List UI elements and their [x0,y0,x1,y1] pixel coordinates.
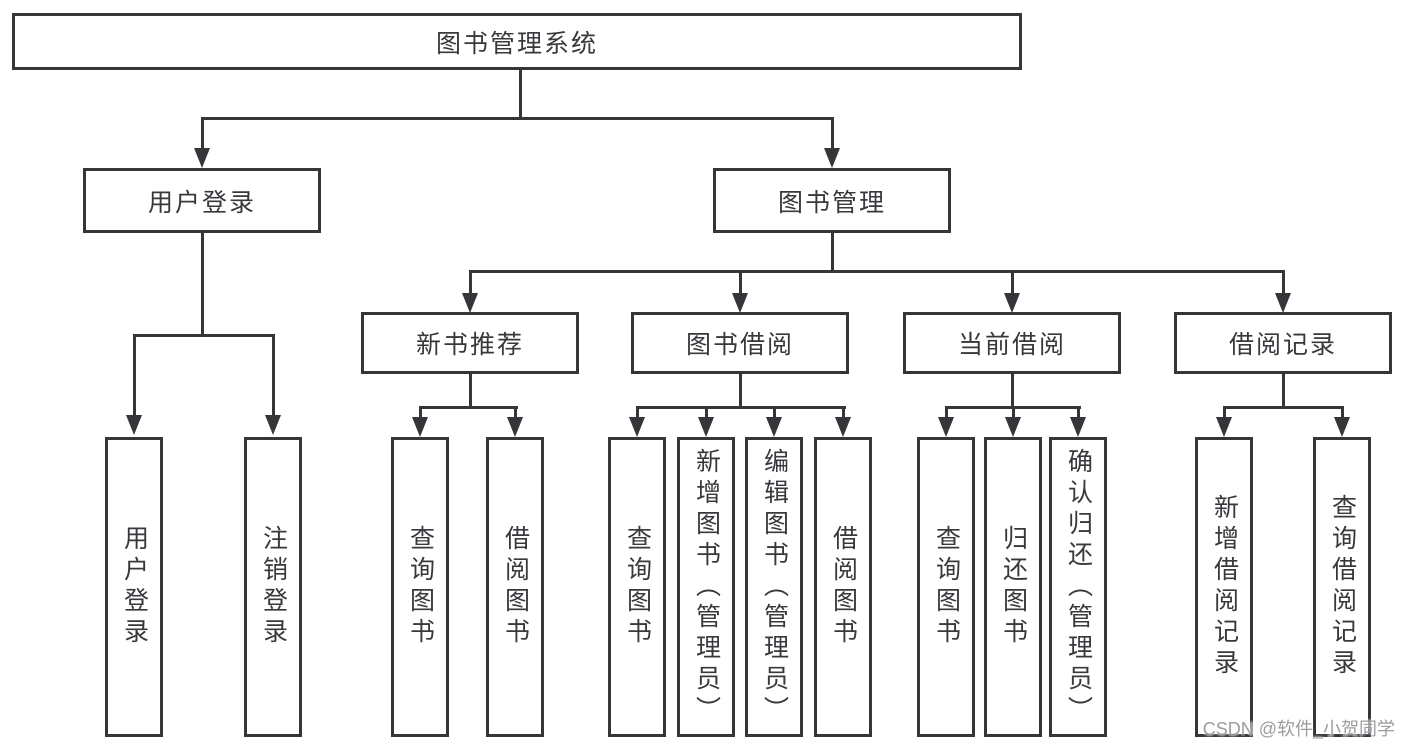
arrow-down-icon [766,417,782,437]
connector-stem [841,406,845,418]
arrow-down-icon [698,417,714,437]
arrow-down-icon [824,148,840,168]
leaf-query-book-recommend: 查询图书 [391,437,449,737]
connector-stem [418,406,422,418]
leaf-query-book-current: 查询图书 [917,437,975,737]
node-book-borrow: 图书借阅 [631,312,849,374]
connector-stem [830,117,834,150]
arrow-down-icon [126,415,142,435]
leaf-query-book-borrow: 查询图书 [608,437,666,737]
connector-stem [944,406,948,418]
leaf-query-borrow-record: 查询借阅记录 [1313,437,1371,737]
leaf-add-borrow-record: 新增借阅记录 [1195,437,1253,737]
connector-user-login-rail [132,334,275,337]
node-user-login: 用户登录 [83,168,321,233]
connector-user-login-drop [200,233,204,337]
arrow-down-icon [462,293,478,313]
connector-stem [1222,406,1226,418]
connector-stem [1010,270,1014,295]
arrow-down-icon [1004,293,1020,313]
leaf-borrow-book-recommend: 借阅图书 [486,437,544,737]
arrow-down-icon [507,417,523,437]
node-new-book-recommend: 新书推荐 [361,312,579,374]
node-borrow-records: 借阅记录 [1174,312,1392,374]
arrow-down-icon [629,417,645,437]
connector-group-rail [635,406,846,409]
leaf-return-book: 归还图书 [984,437,1042,737]
arrow-down-icon [1070,417,1086,437]
arrow-down-icon [412,417,428,437]
leaf-edit-book-admin: 编辑图书（管理员） [745,437,803,737]
connector-stem [704,406,708,418]
connector-group-rail [418,406,518,409]
arrow-down-icon [835,417,851,437]
connector-book-management-drop [830,233,834,273]
arrow-down-icon [194,148,210,168]
connector-stem [1340,406,1344,418]
connector-section-drop [1010,374,1014,409]
connector-section-drop [1281,374,1285,409]
arrow-down-icon [1334,417,1350,437]
connector-group-rail [1222,406,1344,409]
connector-stem [200,117,204,150]
arrow-down-icon [1216,417,1232,437]
connector-section-drop [738,374,742,409]
connector-stem [772,406,776,418]
connector-stem [738,270,742,295]
connector-level2-rail [200,117,834,120]
connector-stem [635,406,639,418]
connector-stem [132,334,136,417]
connector-stem [468,270,472,295]
arrow-down-icon [265,415,281,435]
connector-stem [1281,270,1285,295]
connector-root-drop [518,70,522,118]
leaf-add-book-admin: 新增图书（管理员） [677,437,735,737]
leaf-confirm-return-admin: 确认归还（管理员） [1049,437,1107,737]
connector-stem [271,334,275,417]
csdn-watermark: CSDN @软件_小贺同学 [1202,719,1395,739]
arrow-down-icon [1005,417,1021,437]
node-current-borrow: 当前借阅 [903,312,1121,374]
arrow-down-icon [1275,293,1291,313]
connector-section-drop [468,374,472,409]
connector-stem [513,406,517,418]
node-book-management: 图书管理 [713,168,951,233]
leaf-borrow-book-borrow: 借阅图书 [814,437,872,737]
leaf-user-login: 用户登录 [105,437,163,737]
arrow-down-icon [938,417,954,437]
connector-stem [1011,406,1015,418]
connector-stem [1076,406,1080,418]
leaf-logout: 注销登录 [244,437,302,737]
connector-level3-rail [468,270,1285,273]
node-root-library-management-system: 图书管理系统 [12,13,1022,70]
arrow-down-icon [732,293,748,313]
